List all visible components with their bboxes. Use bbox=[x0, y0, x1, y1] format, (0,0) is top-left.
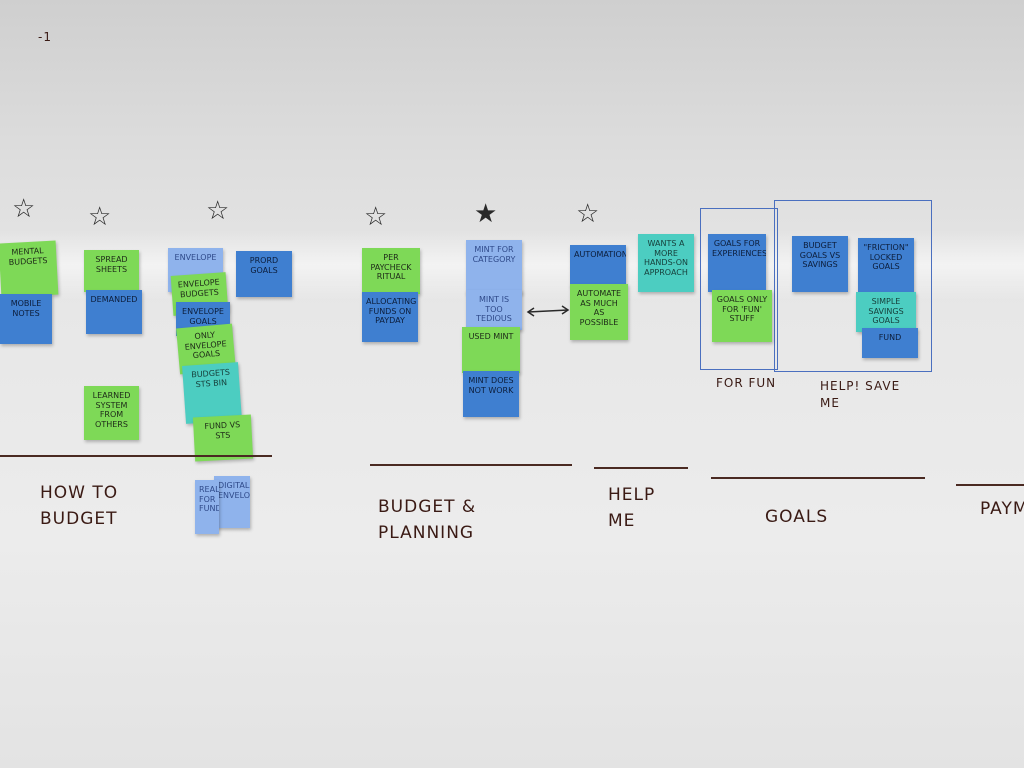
sticky-note: SIMPLE SAVINGS GOALS bbox=[856, 292, 916, 332]
help-save-me-frame bbox=[774, 200, 932, 372]
sticky-note: MINT IS TOO TEDIOUS bbox=[466, 290, 522, 330]
sticky-note: MINT FOR CATEGORY bbox=[466, 240, 522, 294]
star-icon: ☆ bbox=[12, 194, 36, 224]
star-icon: ☆ bbox=[364, 202, 388, 232]
section-divider bbox=[0, 455, 272, 457]
sticky-note: USED MINT bbox=[462, 327, 520, 373]
star-icon: ★ bbox=[474, 199, 498, 229]
sticky-note: GOALS FOR EXPERIENCES bbox=[708, 234, 766, 292]
sticky-note: PRORD GOALS bbox=[236, 251, 292, 297]
group-label-help-save-me: HELP! SAVE ME bbox=[820, 379, 901, 410]
for-fun-frame bbox=[700, 208, 778, 370]
section-label-help-me: HELP ME bbox=[608, 485, 656, 532]
sticky-note: AUTOMATION bbox=[570, 245, 626, 287]
sticky-note: MINT DOES NOT WORK bbox=[463, 371, 519, 417]
corner-mark: -1 bbox=[38, 30, 52, 44]
section-divider bbox=[594, 467, 688, 469]
sticky-note: "FRICTION" LOCKED GOALS bbox=[858, 238, 914, 296]
sticky-note: BUDGET GOALS VS SAVINGS bbox=[792, 236, 848, 292]
sticky-note: GOALS ONLY FOR 'FUN' STUFF bbox=[712, 290, 772, 342]
section-divider bbox=[711, 477, 925, 479]
star-icon: ☆ bbox=[206, 196, 230, 226]
sticky-note: WANTS A MORE HANDS-ON APPROACH bbox=[638, 234, 694, 292]
sticky-note: LEARNED SYSTEM FROM OTHERS bbox=[84, 386, 139, 440]
section-label-budget-planning: BUDGET & PLANNING bbox=[378, 497, 477, 544]
section-divider bbox=[956, 484, 1024, 486]
section-label-goals: GOALS bbox=[765, 507, 829, 527]
sticky-note: DIGITAL ENVELOPES bbox=[214, 476, 250, 528]
star-icon: ☆ bbox=[576, 199, 600, 229]
group-label-for-fun: FOR FUN bbox=[716, 376, 777, 390]
sticky-note: FUND bbox=[862, 328, 918, 358]
sticky-note: SPREAD SHEETS bbox=[84, 250, 139, 292]
section-label-payments: PAYM bbox=[980, 499, 1024, 519]
star-icon: ☆ bbox=[88, 202, 112, 232]
section-label-how-to-budget: HOW TO BUDGET bbox=[40, 483, 119, 530]
sticky-note: DEMANDED bbox=[86, 290, 142, 334]
sticky-note: ALLOCATING FUNDS ON PAYDAY bbox=[362, 292, 418, 342]
sticky-note: AUTOMATE AS MUCH AS POSSIBLE bbox=[570, 284, 628, 340]
sticky-note: MOBILE NOTES bbox=[0, 294, 52, 344]
section-divider bbox=[370, 464, 572, 466]
sticky-note: PER PAYCHECK RITUAL bbox=[362, 248, 420, 294]
sticky-note: REAL FOR FUND bbox=[195, 480, 219, 534]
